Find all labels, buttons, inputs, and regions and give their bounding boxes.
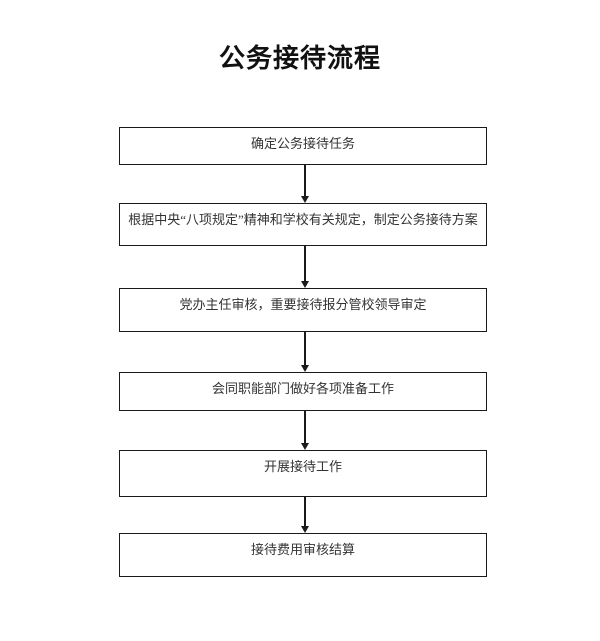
flow-step-5: 开展接待工作 (119, 450, 487, 497)
flow-step-2: 根据中央“八项规定”精神和学校有关规定，制定公务接待方案 (119, 203, 487, 246)
arrow-line (304, 411, 306, 443)
flow-step-4: 会同职能部门做好各项准备工作 (119, 372, 487, 411)
flow-step-5-label: 开展接待工作 (263, 459, 342, 474)
arrow-line (304, 332, 306, 365)
arrow-down-icon (301, 365, 309, 372)
arrow-line (304, 165, 306, 196)
flow-arrow-1 (299, 165, 311, 203)
flow-step-2-label: 根据中央“八项规定”精神和学校有关规定，制定公务接待方案 (128, 212, 478, 227)
arrow-down-icon (301, 196, 309, 203)
flow-step-3-label: 党办主任审核，重要接待报分管校领导审定 (179, 297, 427, 312)
flow-step-6-label: 接待费用审核结算 (250, 542, 355, 557)
arrow-line (304, 497, 306, 526)
arrow-down-icon (301, 443, 309, 450)
flow-step-6: 接待费用审核结算 (119, 533, 487, 577)
arrow-down-icon (301, 526, 309, 533)
flow-step-1: 确定公务接待任务 (119, 127, 487, 165)
flow-step-3: 党办主任审核，重要接待报分管校领导审定 (119, 288, 487, 332)
flow-arrow-3 (299, 332, 311, 372)
flow-arrow-5 (299, 497, 311, 533)
arrow-line (304, 246, 306, 281)
flow-step-1-label: 确定公务接待任务 (250, 136, 355, 151)
arrow-down-icon (301, 281, 309, 288)
flow-arrow-2 (299, 246, 311, 288)
flow-arrow-4 (299, 411, 311, 450)
page-title: 公务接待流程 (218, 44, 381, 73)
flow-step-4-label: 会同职能部门做好各项准备工作 (211, 381, 394, 396)
